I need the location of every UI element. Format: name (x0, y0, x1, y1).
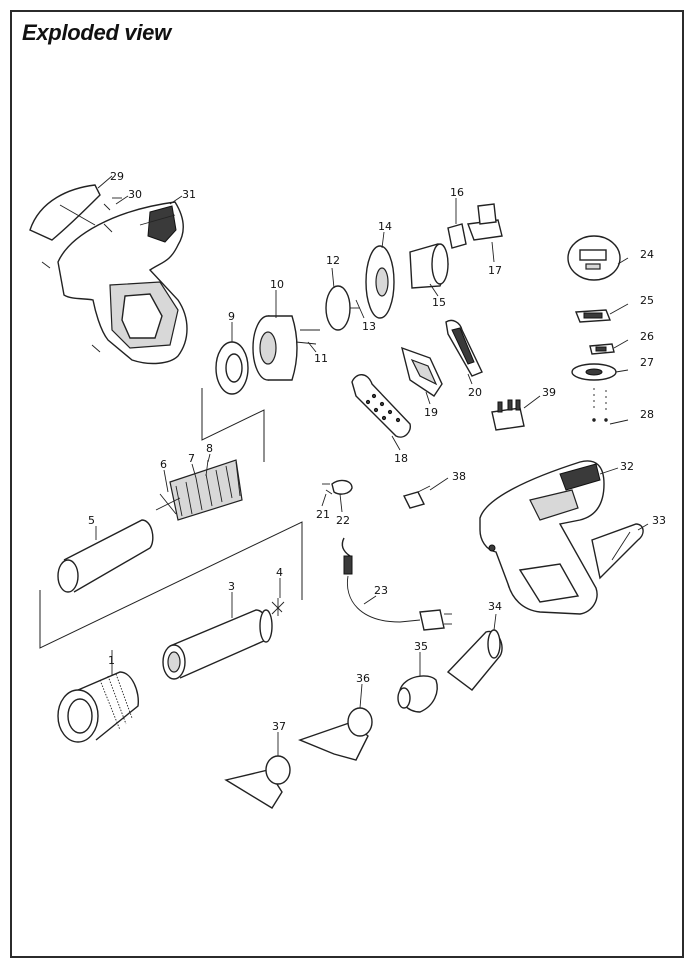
callout-18: 18 (394, 452, 408, 465)
callout-10: 10 (270, 278, 284, 291)
part-25-lcd (574, 309, 612, 323)
part-12-fan (325, 285, 360, 331)
callout-28: 28 (640, 408, 654, 421)
part-1-nozzle (57, 671, 139, 743)
part-8-sensor (205, 459, 209, 477)
callout-37: 37 (272, 720, 286, 733)
part-18-circuit-board (351, 374, 411, 438)
part-23-power-cord (341, 537, 452, 631)
callout-31: 31 (182, 188, 196, 201)
callout-1: 1 (108, 654, 115, 667)
part-38-connector (402, 485, 431, 509)
part-16-plate (447, 223, 467, 249)
part-5-mica-tube (57, 519, 154, 593)
callout-15: 15 (432, 296, 446, 309)
callout-8: 8 (206, 442, 213, 455)
part-19-switch (401, 346, 443, 397)
part-15-motor (409, 243, 449, 289)
callout-22: 22 (336, 514, 350, 527)
part-37-scraper-nozzle (224, 755, 291, 809)
callout-29: 29 (110, 170, 124, 183)
callout-25: 25 (640, 294, 654, 307)
part-35-reduction-nozzle (397, 675, 438, 713)
part-14-bracket (365, 245, 395, 319)
screws-11 (295, 329, 320, 345)
callout-26: 26 (640, 330, 654, 343)
callout-17: 17 (488, 264, 502, 277)
part-31-housing-half (57, 201, 188, 365)
callout-24: 24 (640, 248, 654, 261)
part-26-button (589, 343, 615, 355)
callout-9: 9 (228, 310, 235, 323)
part-17-bracket (467, 203, 503, 241)
callout-3: 3 (228, 580, 235, 593)
part-32-housing-half (479, 460, 605, 615)
screws-30 (41, 197, 122, 353)
part-10-holder (252, 315, 298, 381)
callout-leaders (95, 175, 649, 756)
callout-19: 19 (424, 406, 438, 419)
callout-27: 27 (640, 356, 654, 369)
callout-13: 13 (362, 320, 376, 333)
callout-30: 30 (128, 188, 142, 201)
callout-33: 33 (652, 514, 666, 527)
part-34-flat-nozzle (446, 629, 503, 691)
part-28-screws (592, 388, 608, 422)
callout-5: 5 (88, 514, 95, 527)
callout-36: 36 (356, 672, 370, 685)
callout-11: 11 (314, 352, 328, 365)
part-29-cover (29, 184, 101, 241)
part-39-terminal-block (491, 399, 525, 431)
part-21-screws (322, 483, 333, 495)
part-7-heating-element (169, 459, 243, 521)
callout-34: 34 (488, 600, 502, 613)
callout-32: 32 (620, 460, 634, 473)
callout-7: 7 (188, 452, 195, 465)
callout-labels: 1 3 4 5 6 7 8 9 10 11 12 13 14 15 16 17 … (88, 170, 666, 733)
callout-23: 23 (374, 584, 388, 597)
assembly-bracket-lines (39, 388, 303, 649)
part-6-mica-star (155, 493, 181, 515)
callout-14: 14 (378, 220, 392, 233)
part-24-display-bezel (567, 235, 621, 281)
part-9-gasket (215, 341, 249, 395)
callout-20: 20 (468, 386, 482, 399)
part-3-heat-tube (162, 609, 273, 680)
callout-4: 4 (276, 566, 283, 579)
part-20-switch-knob (445, 319, 483, 377)
page-title: Exploded view (22, 20, 171, 45)
callout-6: 6 (160, 458, 167, 471)
part-22-cord-clamp (331, 479, 353, 495)
callout-39: 39 (542, 386, 556, 399)
callout-35: 35 (414, 640, 428, 653)
callout-16: 16 (450, 186, 464, 199)
callout-38: 38 (452, 470, 466, 483)
part-27-pcb (571, 363, 617, 381)
part-4-spring (271, 598, 285, 616)
callout-12: 12 (326, 254, 340, 267)
part-36-glass-nozzle (298, 707, 373, 761)
callout-21: 21 (316, 508, 330, 521)
part-33-nozzle (591, 523, 644, 580)
